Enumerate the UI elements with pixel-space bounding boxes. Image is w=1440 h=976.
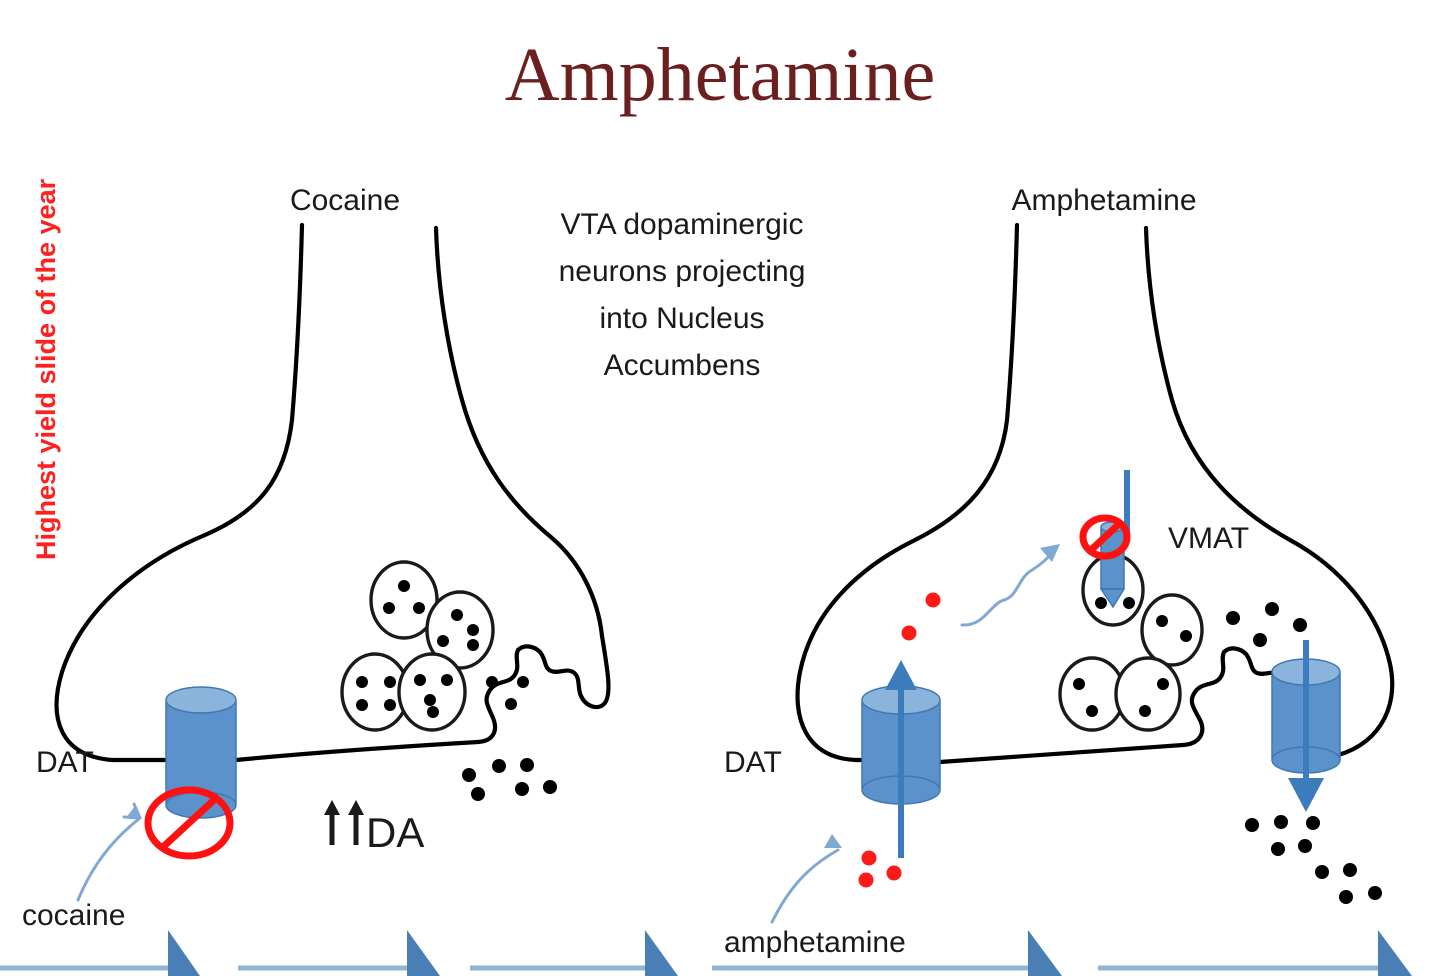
right-neuron-group: Amphetamine: [724, 184, 1395, 959]
right-neuron-basal-membrane: [937, 649, 1227, 765]
right-drug-label: amphetamine: [724, 926, 906, 959]
left-effect-label: DA: [366, 809, 424, 856]
footer-chevron-band: [0, 930, 1412, 976]
right-synaptic-dopamine: [1245, 815, 1382, 904]
left-neuron-basal-membrane: [233, 647, 521, 763]
slide-title: Amphetamine: [505, 33, 936, 117]
left-neuron-fusion-pore: [515, 633, 611, 710]
left-neuron-group: Cocaine: [22, 184, 611, 932]
left-neuron-membrane-right: [433, 225, 605, 639]
right-cytosolic-dopamine: [1226, 602, 1307, 647]
no-entry-icon: [144, 786, 234, 860]
footer-chevron: [168, 930, 200, 976]
left-dat-label: DAT: [36, 746, 94, 779]
right-neuron-membrane-left: [795, 222, 1020, 763]
fusing-vesicle-dot: [486, 676, 498, 688]
left-neuron-membrane: [54, 222, 305, 763]
right-dat-label: DAT: [724, 746, 782, 779]
vesicle: [369, 560, 439, 640]
squiggle-arrow-icon: [960, 544, 1060, 627]
left-dat-transporter[interactable]: [165, 686, 237, 819]
left-drug-label: cocaine: [22, 899, 125, 932]
no-entry-icon: [1079, 514, 1131, 560]
center-caption-line-2: neurons projecting: [559, 255, 806, 288]
right-neuron-top-label: Amphetamine: [1011, 184, 1196, 217]
side-note-highest-yield: Highest yield slide of the year: [31, 178, 61, 560]
right-extracellular-amphetamine: [858, 850, 902, 888]
center-caption-line-1: VTA dopaminergic: [561, 208, 804, 241]
cocaine-pointer-arrow: [76, 802, 142, 902]
vesicle: [1114, 656, 1182, 732]
vesicle: [1140, 593, 1204, 667]
fusing-vesicle-dot: [505, 698, 517, 710]
left-synaptic-dopamine: [462, 758, 557, 801]
vesicle: [397, 652, 467, 732]
right-neuron-membrane-right: [1143, 225, 1395, 760]
footer-chevron: [407, 930, 440, 976]
footer-chevron: [645, 930, 678, 976]
left-neuron-top-label: Cocaine: [290, 184, 400, 217]
center-caption-line-3: into Nucleus: [599, 302, 764, 335]
left-vesicles: [340, 560, 529, 732]
dat-efflux-arrow: [885, 660, 917, 858]
fusing-vesicle-dot: [517, 676, 529, 688]
amphetamine-pointer-arrow: [770, 834, 842, 924]
center-caption-line-4: Accumbens: [604, 349, 761, 382]
right-vesicles: [1058, 553, 1204, 732]
footer-chevron: [1378, 930, 1412, 976]
right-intracellular-amphetamine: [901, 592, 941, 641]
footer-chevron: [1028, 930, 1062, 976]
arrow-down-icon: [1288, 640, 1324, 812]
right-vmat-label: VMAT: [1168, 522, 1249, 555]
arrow-up-icon: [324, 800, 364, 845]
